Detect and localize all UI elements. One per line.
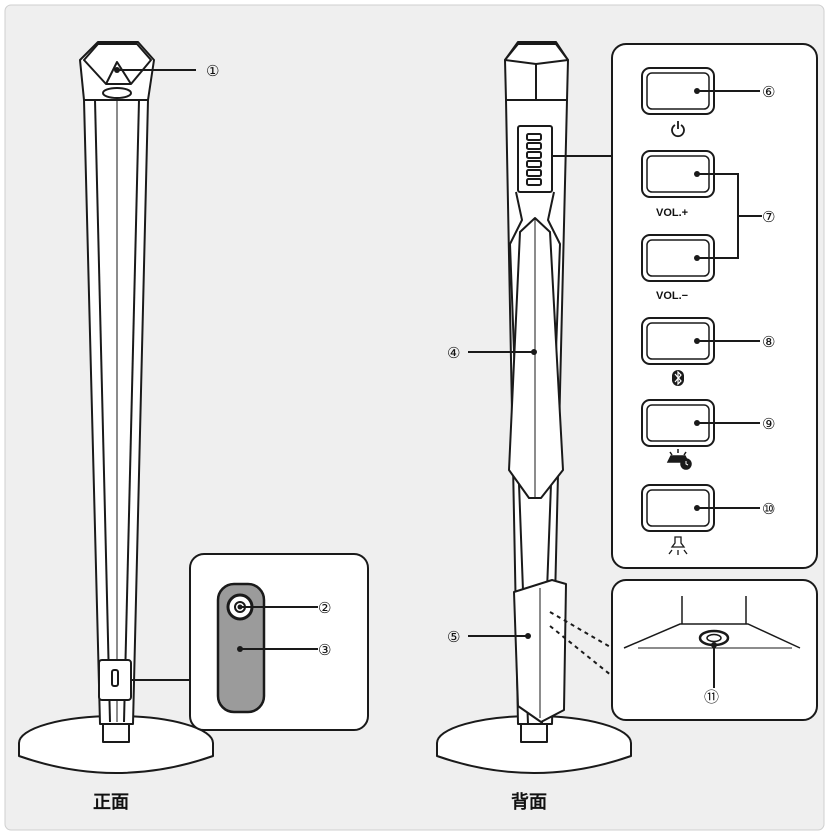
caption-front: 正面 [93, 792, 129, 813]
back-strip-btn-2 [526, 142, 542, 150]
port-inset: ⑪ [611, 579, 818, 721]
callout-4: ④ [447, 344, 460, 362]
callout-6: ⑥ [762, 83, 775, 101]
callout-dot-3 [237, 646, 243, 652]
callout-dot-11 [711, 642, 717, 648]
callout-9: ⑨ [762, 415, 775, 433]
front-edge-right [123, 99, 140, 723]
callout-10: ⑩ [762, 500, 775, 518]
callout-5: ⑤ [447, 628, 460, 646]
callout-1: ① [206, 62, 219, 80]
callout-bracket-7 [697, 173, 762, 259]
back-strip-btn-4 [526, 160, 542, 168]
callout-8: ⑧ [762, 333, 775, 351]
port-leader-top [549, 611, 613, 649]
callout-dot-9 [694, 420, 700, 426]
front-base-rim [18, 743, 214, 774]
callout-dot-5 [525, 633, 531, 639]
back-base-rim [436, 743, 632, 774]
back-strip-btn-5 [526, 169, 542, 177]
front-edge-left [94, 99, 111, 723]
vol-down-label: VOL.− [656, 290, 688, 302]
port-leader-bottom [549, 625, 613, 677]
callout-dot-2 [237, 604, 243, 610]
port-inset-bevel [623, 623, 801, 649]
service-port-inner [706, 633, 722, 643]
front-top-ridge [105, 61, 132, 85]
bluetooth-icon [672, 370, 684, 386]
back-strip-btn-6 [526, 178, 542, 186]
callout-dot-6 [694, 88, 700, 94]
callout-dot-8 [694, 338, 700, 344]
callout-dot-1 [114, 67, 120, 73]
callout-dot-10 [694, 505, 700, 511]
front-led-window [102, 87, 132, 99]
callout-3: ③ [318, 641, 331, 659]
back-recess [508, 217, 564, 499]
back-strip-btn-1 [526, 133, 542, 141]
callout-2: ② [318, 599, 331, 617]
front-inset-frame [189, 553, 369, 731]
back-strip-btn-3 [526, 151, 542, 159]
sleep-timer-icon [666, 449, 692, 470]
callout-dot-4 [531, 349, 537, 355]
callout-7: ⑦ [762, 208, 775, 226]
front-speaker [18, 41, 214, 774]
back-top-cap [504, 43, 569, 65]
front-inset: ② ③ [131, 553, 369, 731]
front-input-jack [111, 669, 119, 687]
power-icon [671, 121, 685, 138]
light-icon [668, 536, 688, 555]
caption-back: 背面 [511, 791, 547, 813]
vol-up-label: VOL.+ [656, 207, 688, 219]
button-panel-inset: ⑥ VOL.+ VOL.− ⑦ ⑧ ⑨ [552, 43, 818, 569]
callout-11: ⑪ [704, 688, 719, 706]
back-speaker [436, 41, 632, 774]
